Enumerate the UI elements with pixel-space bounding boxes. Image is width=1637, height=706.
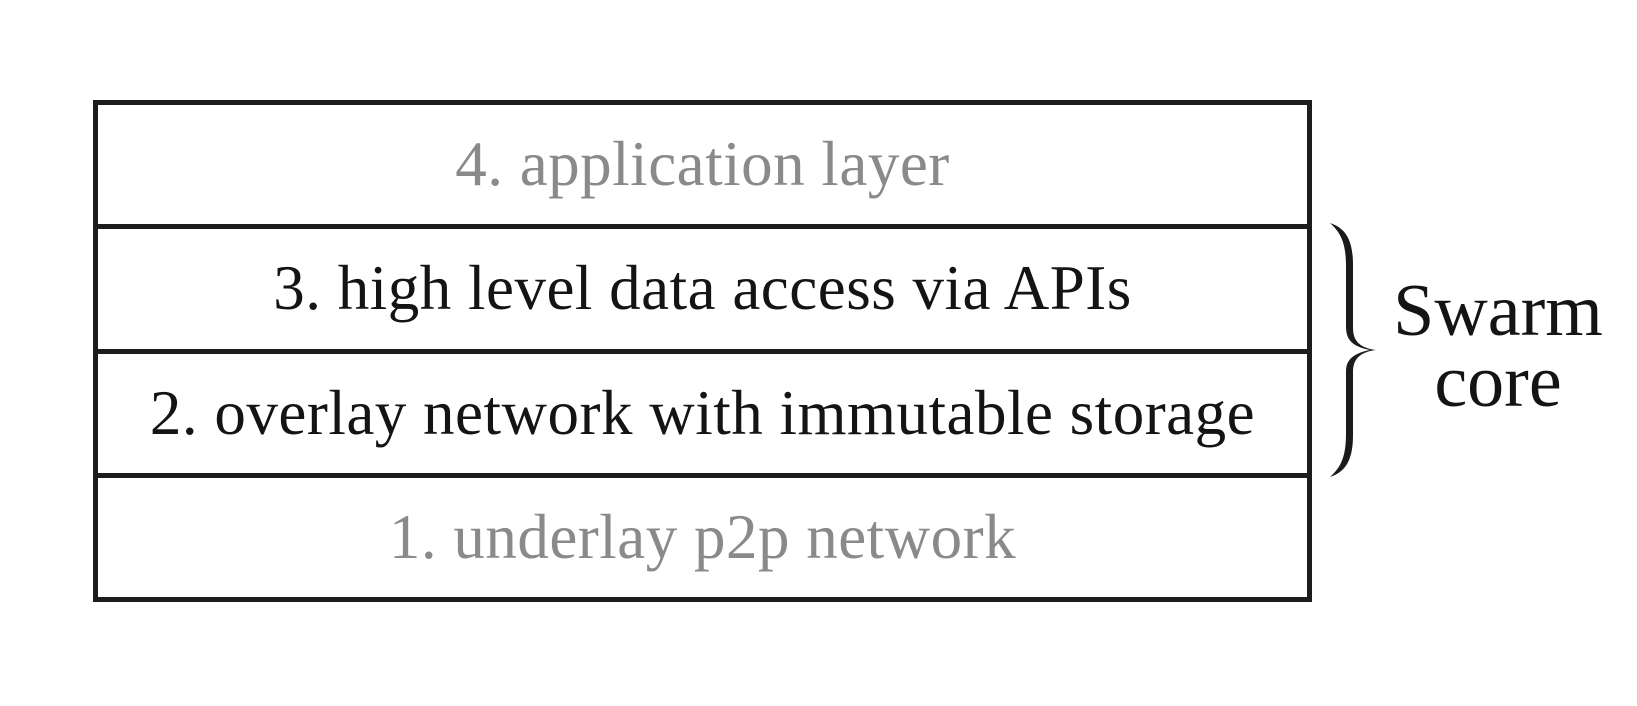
- layer-underlay-network: 1. underlay p2p network: [98, 478, 1307, 597]
- curly-brace-icon: [1326, 221, 1380, 479]
- layer-stack: 4. application layer 3. high level data …: [93, 100, 1312, 602]
- layer-application: 4. application layer: [98, 105, 1307, 230]
- layer-overlay-network-label: 2. overlay network with immutable storag…: [149, 377, 1256, 448]
- layer-api-access-label: 3. high level data access via APIs: [273, 253, 1132, 324]
- layer-application-label: 4. application layer: [455, 129, 950, 200]
- swarm-core-label: Swarm core: [1378, 270, 1618, 423]
- layer-api-access: 3. high level data access via APIs: [98, 229, 1307, 354]
- layer-overlay-network: 2. overlay network with immutable storag…: [98, 354, 1307, 478]
- swarm-core-label-line1: Swarm: [1393, 270, 1603, 352]
- layer-underlay-network-label: 1. underlay p2p network: [388, 501, 1017, 572]
- swarm-core-label-line2: core: [1434, 341, 1562, 423]
